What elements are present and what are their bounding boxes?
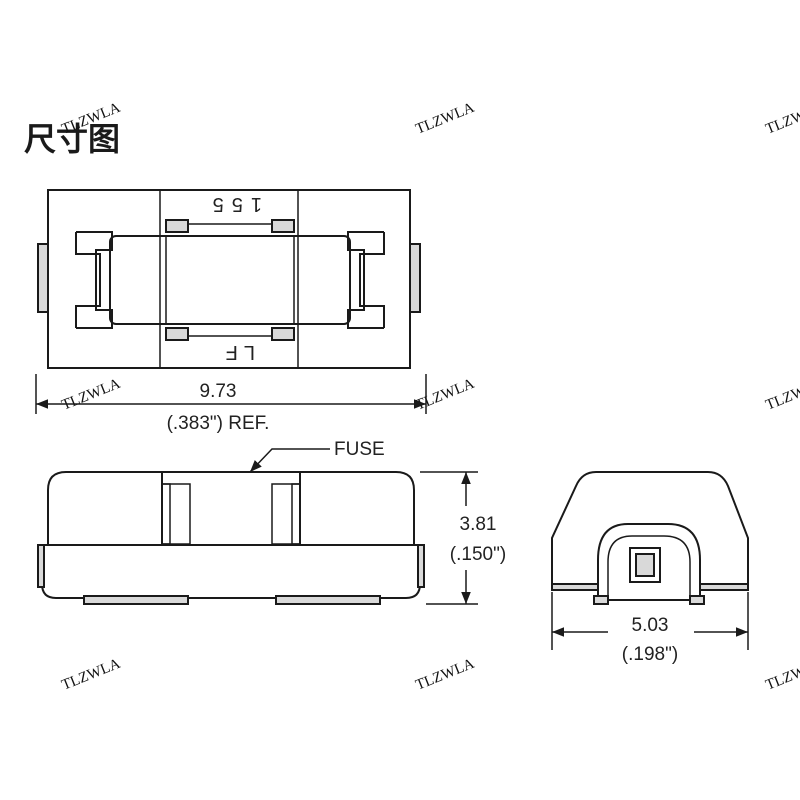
side-body [47, 471, 415, 545]
watermark: TLZWLA [764, 656, 800, 694]
end-body [551, 471, 749, 586]
side-foot-right [275, 595, 381, 605]
length-in: (.383") REF. [167, 413, 270, 434]
watermark: TLZWLA [414, 376, 477, 414]
side-view: FUSE [37, 439, 425, 605]
right-terminal [409, 243, 421, 313]
watermark: TLZWLA [60, 656, 123, 694]
page-title: 尺寸图 [24, 120, 120, 158]
watermark: TLZWLA [60, 376, 123, 414]
left-terminal [37, 243, 49, 313]
width-mm: 5.03 [632, 615, 669, 636]
marking-lf: LF [220, 341, 255, 363]
height-mm: 3.81 [460, 514, 497, 535]
end-view [551, 471, 749, 605]
fuse-label: FUSE [334, 439, 385, 460]
watermark: TLZWLA [764, 376, 800, 414]
height-in: (.150") [450, 544, 506, 565]
length-dimension: 9.73 (.383") REF. [35, 374, 427, 434]
right-clip [347, 231, 384, 329]
marking-155: 155 [205, 193, 262, 215]
height-dimension: 3.81 (.150") [420, 471, 524, 605]
fuse-body [109, 235, 351, 325]
side-base [41, 544, 421, 599]
top-view: 155 LF [37, 189, 421, 369]
width-dimension: 5.03 (.198") [551, 592, 749, 666]
watermark: TLZWLA [764, 100, 800, 138]
length-mm: 9.73 [200, 381, 237, 402]
side-foot-left [83, 595, 189, 605]
watermark: TLZWLA [414, 656, 477, 694]
width-in: (.198") [622, 644, 678, 665]
watermark: TLZWLA [414, 100, 477, 138]
left-clip [76, 231, 113, 329]
